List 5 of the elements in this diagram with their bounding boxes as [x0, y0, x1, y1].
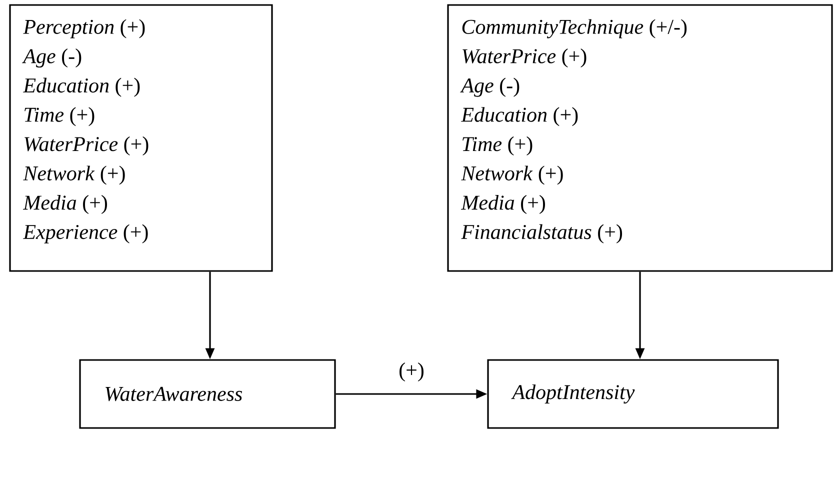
variable-box: AdoptIntensity — [487, 359, 779, 429]
factor-box: CommunityTechnique (+/-) WaterPrice (+) Age (-) Education (+) Time (+) Network (+) Media (+) Financialstatus (+) — [447, 4, 833, 272]
factor-box: Perception (+) Age (-) Education (+) Time (+) WaterPrice (+) Network (+) Media (+) Experience (+) — [9, 4, 273, 272]
variable-box: WaterAwareness — [79, 359, 336, 429]
edge-label: (+) — [398, 361, 426, 383]
